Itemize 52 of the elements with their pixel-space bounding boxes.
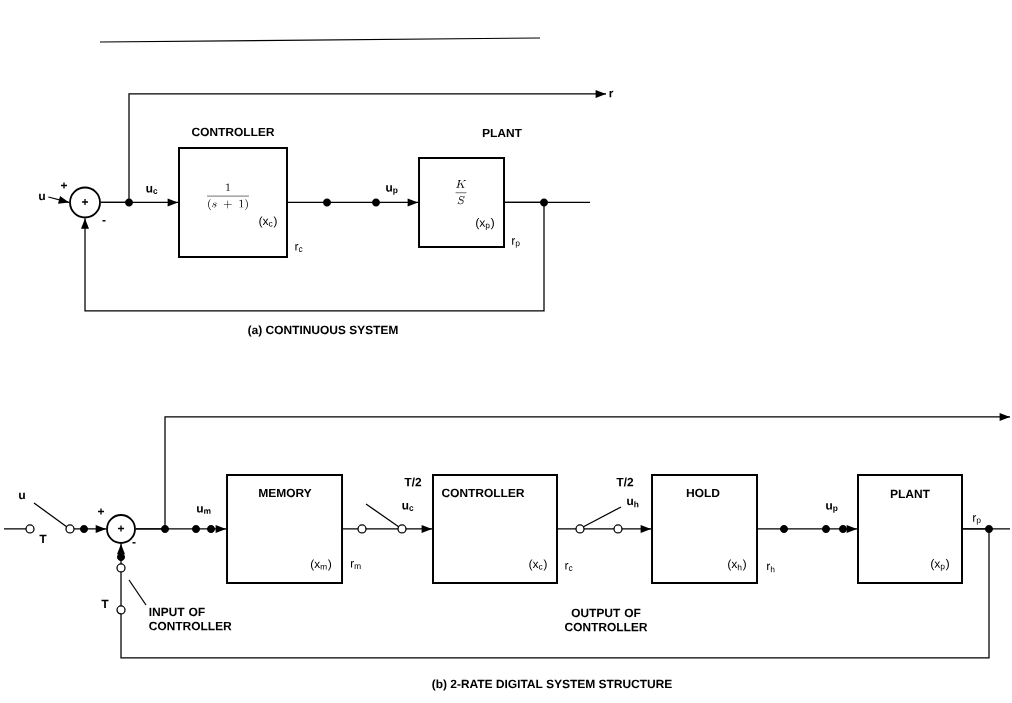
signal-label: r$_{p}$ bbox=[973, 515, 981, 525]
arrow bbox=[117, 528, 990, 659]
signal-label: u$_{p}$ bbox=[826, 503, 838, 513]
signal-label: r$_{p}$ bbox=[512, 238, 520, 248]
signal-label: T/2 bbox=[404, 477, 422, 487]
signal-label: T/2 bbox=[616, 477, 634, 487]
arrow bbox=[287, 198, 419, 207]
signal-label: + bbox=[61, 182, 67, 189]
signal-label: INPUT OF CONTROLLER bbox=[149, 607, 232, 631]
caption: (a) CONTINUOUS SYSTEM bbox=[248, 325, 398, 337]
signal-label: - bbox=[102, 220, 106, 222]
plant-box: PLANT (x$_{p}$) bbox=[857, 474, 963, 584]
arrow bbox=[135, 413, 1011, 530]
leader-line bbox=[128, 579, 147, 606]
arrow bbox=[3, 525, 107, 533]
controller-box: CONTROLLER (x$_{c}$) bbox=[432, 474, 558, 584]
caption: (b) 2-RATE DIGITAL SYSTEM STRUCTURE bbox=[432, 679, 672, 691]
signal-label: u bbox=[39, 193, 45, 201]
signal-label: T bbox=[101, 599, 109, 609]
node-label: (x$_{h}$) bbox=[728, 559, 746, 571]
note: OUTPUT OF CONTROLLER bbox=[565, 608, 648, 632]
node-label: (x$_{p}$) bbox=[931, 559, 949, 571]
signal-label: u$_{c}$ bbox=[146, 186, 158, 194]
signal-label: + bbox=[98, 508, 104, 515]
signal-label: u$_{p}$ bbox=[386, 185, 398, 195]
signal-label: r$_{c}$ bbox=[295, 244, 303, 252]
arrow bbox=[47, 195, 70, 204]
arrow bbox=[81, 201, 545, 312]
summing-junction: + bbox=[69, 186, 101, 219]
node-label: PLANT bbox=[890, 489, 930, 499]
signal-label: u$_{c}$ bbox=[402, 503, 414, 511]
signal-label: r$_{c}$ bbox=[565, 563, 573, 571]
hold-box: HOLD (x$_{h}$) bbox=[651, 474, 758, 584]
node-label: CONTROLLER bbox=[442, 488, 525, 498]
signal-label: r$_{m}$ bbox=[350, 561, 361, 569]
signal-label: u$_{h}$ bbox=[627, 498, 639, 508]
arrow bbox=[100, 90, 607, 204]
arrow bbox=[757, 525, 858, 533]
arrow bbox=[557, 525, 652, 533]
arrow bbox=[342, 525, 433, 533]
node-label: HOLD bbox=[686, 488, 720, 498]
signal-label: - bbox=[132, 542, 136, 544]
signal-label: u$_{m}$ bbox=[197, 506, 211, 514]
node-label: (x$_{m}$) bbox=[310, 559, 332, 571]
controller-box: CONTROLLER $\frac{1}{(s\ +\ 1)}$ (x$_{c}$) bbox=[178, 127, 288, 258]
signal-label: r$_{h}$ bbox=[767, 563, 775, 573]
memory-box: MEMORY (x$_{m}$) bbox=[226, 474, 343, 584]
node-label: MEMORY bbox=[259, 488, 312, 498]
signal-label: T bbox=[39, 534, 47, 544]
node-label: (x$_{c}$) bbox=[529, 559, 547, 571]
signal-label: u bbox=[19, 492, 25, 500]
signal-label: r bbox=[609, 90, 614, 98]
